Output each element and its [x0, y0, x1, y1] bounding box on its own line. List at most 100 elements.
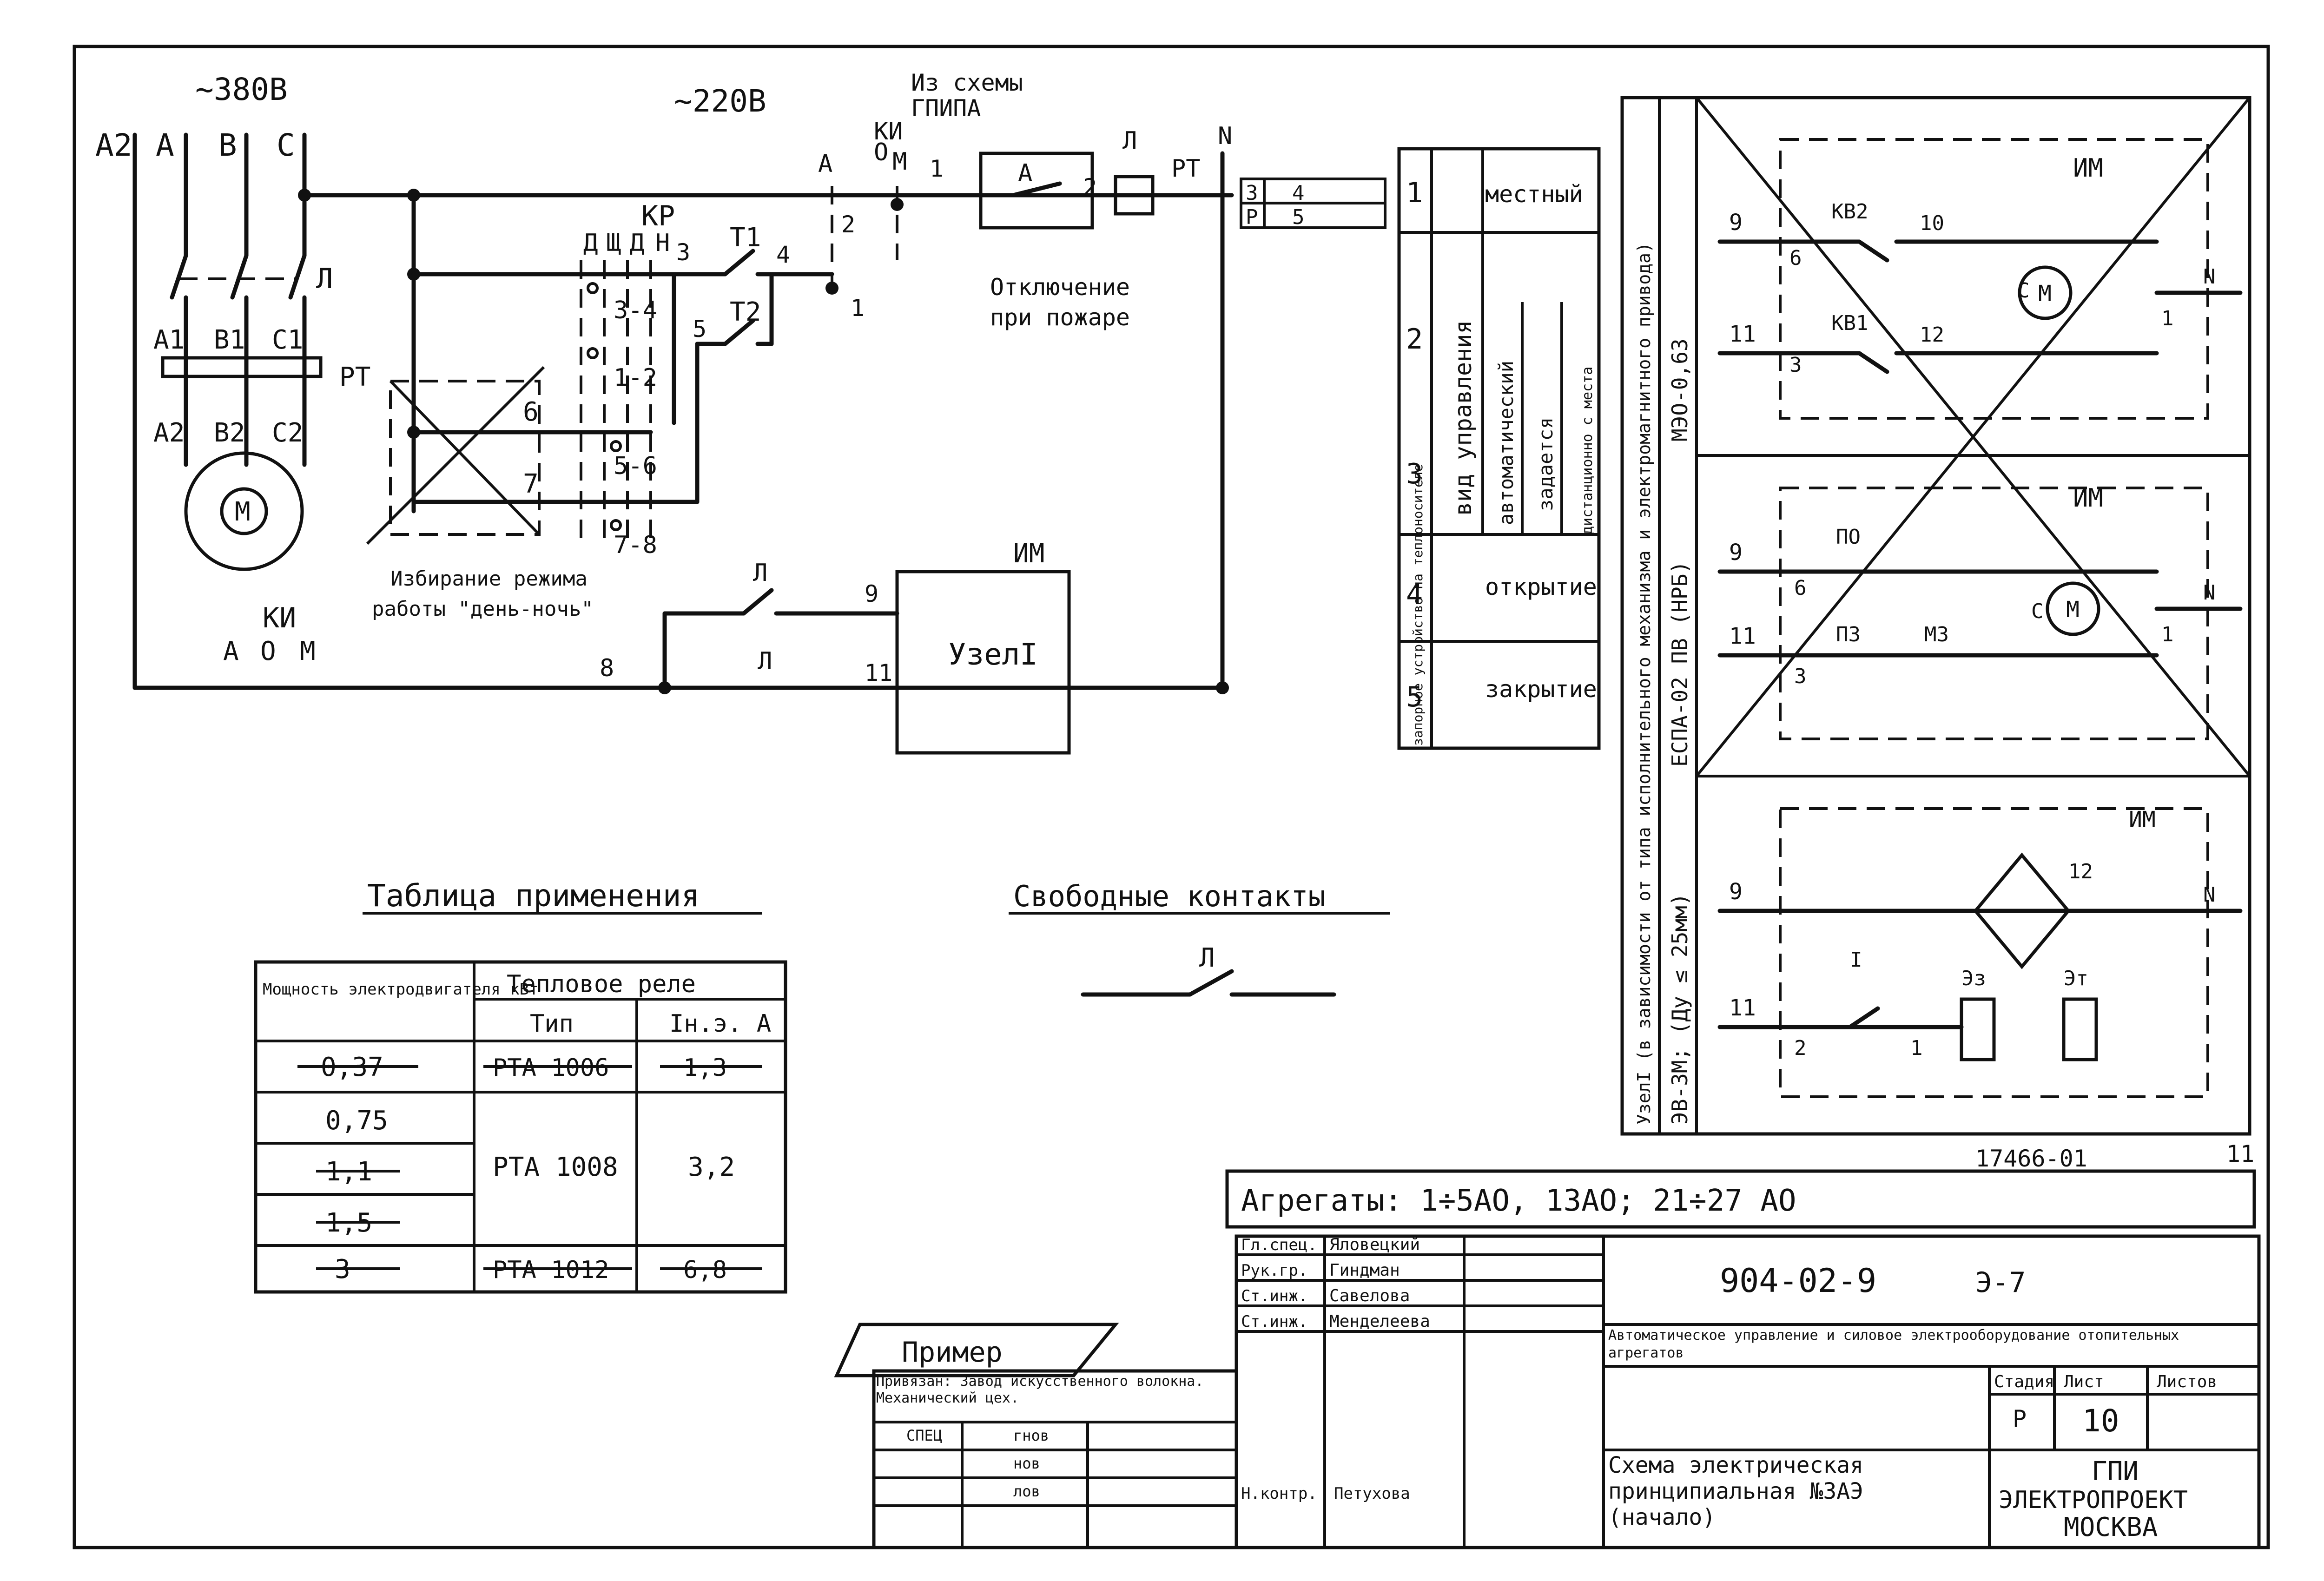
svg-text:1: 1: [1406, 177, 1423, 209]
svg-text:Листов: Листов: [2157, 1372, 2217, 1391]
svg-text:1: 1: [930, 155, 944, 182]
svg-text:N: N: [1218, 122, 1232, 150]
svg-text:Р: Р: [2013, 1405, 2027, 1432]
timer-t2: Т2: [730, 297, 761, 327]
svg-text:С1: С1: [272, 325, 303, 355]
svg-text:Рук.гр.: Рук.гр.: [1241, 1261, 1307, 1280]
svg-text:КИ: КИ: [263, 602, 296, 634]
svg-text:С: С: [2017, 279, 2030, 303]
svg-text:А: А: [818, 150, 832, 178]
svg-text:Эз: Эз: [1961, 967, 1986, 990]
svg-text:Гиндман: Гиндман: [1329, 1261, 1400, 1280]
svg-text:КВ2: КВ2: [1831, 200, 1868, 224]
svg-text:3: 3: [1246, 181, 1258, 205]
svg-text:1: 1: [2161, 307, 2174, 330]
relay-label: РТ: [339, 362, 370, 392]
svg-text:РТА 1008: РТА 1008: [493, 1152, 618, 1182]
svg-text:Р: Р: [1246, 205, 1258, 229]
sheet-frame: [73, 45, 2270, 1549]
svg-text:12: 12: [2068, 860, 2093, 883]
mode-caption-2: работы "день-ночь": [372, 597, 594, 621]
svg-text:9: 9: [865, 580, 878, 607]
svg-text:РТ: РТ: [1171, 155, 1201, 183]
svg-text:Ст.инж.: Ст.инж.: [1241, 1312, 1307, 1331]
svg-text:М: М: [892, 148, 907, 176]
application-title: Таблица применения: [367, 878, 700, 914]
svg-text:1: 1: [1910, 1036, 1923, 1060]
motor-symbol: [184, 451, 304, 571]
svg-text:11: 11: [865, 659, 892, 686]
svg-text:Эт: Эт: [2064, 967, 2088, 990]
aggregates-box: [1225, 1169, 2256, 1229]
svg-text:О: О: [260, 636, 276, 666]
svg-text:5: 5: [1406, 681, 1423, 713]
drives-panel: УзелI (в зависимости от типа исполнитель…: [1620, 96, 2251, 1136]
free-contacts: Свободные контакты Л: [1009, 879, 1390, 997]
control-mode-table: 1 местный 2 3 вид управления автоматичес…: [1397, 147, 1601, 750]
svg-text:4: 4: [776, 241, 790, 268]
svg-text:11: 11: [1729, 623, 1756, 649]
control-circuit: КР Д Щ Д Н 3-4 1-2 5-6 7-8 3 5 Т1 4 Т2: [132, 69, 1386, 755]
svg-text:ИМ: ИМ: [2073, 153, 2103, 183]
svg-text:9: 9: [1729, 540, 1743, 566]
svg-text:0,75: 0,75: [325, 1106, 388, 1136]
svg-text:6: 6: [523, 397, 539, 427]
svg-text:МЗ: МЗ: [1924, 623, 1949, 646]
svg-text:А1: А1: [153, 325, 185, 355]
example-box: [834, 1323, 1119, 1377]
svg-text:А2: А2: [153, 418, 185, 448]
svg-text:Петухова: Петухова: [1334, 1484, 1410, 1503]
svg-text:11: 11: [1729, 321, 1756, 347]
svg-text:ИМ: ИМ: [2129, 807, 2156, 833]
svg-text:Тип: Тип: [530, 1010, 574, 1038]
svg-text:1: 1: [851, 295, 865, 322]
svg-text:2: 2: [1794, 1036, 1807, 1060]
svg-text:11: 11: [1729, 995, 1756, 1021]
phase-a2: А2: [95, 127, 132, 163]
aggregates-text: Агрегаты: 1÷5АО, 13АО; 21÷27 АО: [1241, 1184, 1796, 1218]
svg-text:закрытие: закрытие: [1485, 676, 1597, 703]
svg-text:Стадия: Стадия: [1994, 1372, 2054, 1391]
svg-text:12: 12: [1920, 323, 1944, 347]
svg-text:Н.контр.: Н.контр.: [1241, 1484, 1317, 1503]
svg-text:Л: Л: [1122, 127, 1137, 155]
svg-text:1-2: 1-2: [614, 364, 657, 392]
fire-off-1: Отключение: [990, 274, 1130, 301]
svg-text:Щ: Щ: [607, 229, 621, 257]
svg-text:N: N: [2203, 265, 2216, 289]
svg-text:В1: В1: [214, 325, 245, 355]
svg-text:СПЕЦ: СПЕЦ: [906, 1427, 942, 1444]
example-label: Пример: [902, 1336, 1003, 1369]
svg-text:вид управления: вид управления: [1450, 320, 1477, 516]
unit-block: [895, 570, 1071, 755]
sheet-number: 17466-01: [1975, 1145, 2087, 1172]
svg-text:Д: Д: [583, 229, 598, 257]
svg-text:3-4: 3-4: [614, 296, 657, 324]
supply-220: ~220В: [674, 83, 766, 119]
free-contacts-title: Свободные контакты: [1013, 879, 1326, 913]
contactor-label: Л: [316, 263, 333, 295]
svg-text:задается: задается: [1534, 417, 1557, 511]
svg-text:ЭВ-3М; (Ду ≤ 25мм): ЭВ-3М; (Ду ≤ 25мм): [1667, 893, 1692, 1125]
svg-text:ГПИ: ГПИ: [2092, 1456, 2139, 1487]
svg-text:дистанционно с места: дистанционно с места: [1579, 367, 1596, 534]
doc-subtitle: Схема электрическая принципиальная №3АЭ …: [1608, 1452, 1864, 1530]
svg-text:2: 2: [841, 211, 855, 238]
svg-text:2: 2: [1083, 174, 1097, 201]
selector-label: КР: [641, 200, 675, 232]
svg-text:3: 3: [1406, 458, 1423, 490]
svg-text:1: 1: [2161, 623, 2174, 646]
binding-block: Привязан: Завод искусственного волокна. …: [872, 1369, 1238, 1549]
gpipa: ГПИПА: [911, 95, 981, 122]
svg-text:5-6: 5-6: [614, 452, 657, 480]
svg-text:автоматический: автоматический: [1495, 361, 1518, 525]
svg-text:МЭО-0,63: МЭО-0,63: [1667, 338, 1692, 441]
svg-text:лов: лов: [1013, 1482, 1040, 1500]
svg-text:М: М: [2066, 597, 2080, 623]
svg-text:4: 4: [1292, 181, 1305, 205]
svg-text:местный: местный: [1485, 181, 1583, 208]
ki-label: КИ: [874, 118, 903, 145]
svg-text:N: N: [2203, 883, 2216, 907]
svg-text:5: 5: [1292, 205, 1305, 229]
